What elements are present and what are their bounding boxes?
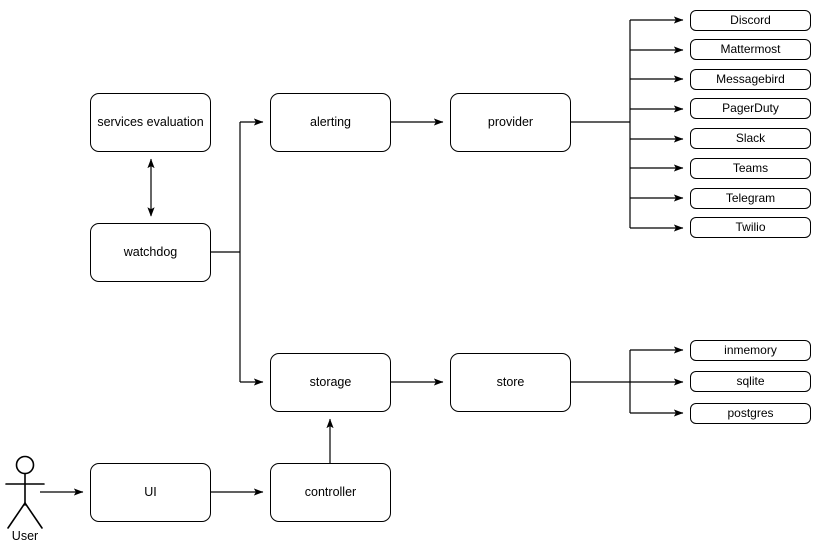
node-label-pagerduty: PagerDuty — [722, 100, 779, 115]
node-label-inmemory: inmemory — [724, 342, 777, 357]
node-services-evaluation[interactable]: services evaluation — [90, 93, 211, 152]
node-messagebird[interactable]: Messagebird — [690, 69, 811, 90]
node-discord[interactable]: Discord — [690, 10, 811, 31]
node-label-watchdog: watchdog — [123, 244, 178, 259]
node-label-storage: storage — [309, 374, 352, 389]
node-label-ui: UI — [144, 484, 157, 499]
node-ui[interactable]: UI — [90, 463, 211, 522]
node-controller[interactable]: controller — [270, 463, 391, 522]
node-label-discord: Discord — [730, 12, 771, 27]
node-label-provider: provider — [487, 114, 534, 129]
node-label-twilio: Twilio — [735, 219, 766, 234]
node-label-store: store — [496, 374, 525, 389]
node-alerting[interactable]: alerting — [270, 93, 391, 152]
node-twilio[interactable]: Twilio — [690, 217, 811, 238]
node-label-sqlite: sqlite — [736, 373, 765, 388]
node-mattermost[interactable]: Mattermost — [690, 39, 811, 60]
user-right-leg-line — [24, 502, 43, 529]
node-teams[interactable]: Teams — [690, 158, 811, 179]
node-label-alerting: alerting — [310, 114, 351, 129]
node-postgres[interactable]: postgres — [690, 403, 811, 424]
node-label-mattermost: Mattermost — [720, 41, 781, 56]
node-label-messagebird: Messagebird — [716, 71, 785, 86]
node-pagerduty[interactable]: PagerDuty — [690, 98, 811, 119]
node-label-slack: Slack — [735, 130, 766, 145]
node-storage[interactable]: storage — [270, 353, 391, 412]
node-slack[interactable]: Slack — [690, 128, 811, 149]
node-telegram[interactable]: Telegram — [690, 188, 811, 209]
node-watchdog[interactable]: watchdog — [90, 223, 211, 282]
node-inmemory[interactable]: inmemory — [690, 340, 811, 361]
node-label-services-evaluation: services evaluation — [97, 114, 204, 129]
node-label-telegram: Telegram — [725, 190, 776, 205]
user-left-leg-line — [7, 502, 26, 529]
node-label-controller: controller — [304, 484, 357, 499]
user-head-icon — [15, 455, 35, 475]
node-store[interactable]: store — [450, 353, 571, 412]
user-actor-figure — [5, 455, 45, 529]
user-actor-label: User — [11, 529, 39, 543]
node-label-teams: Teams — [732, 160, 769, 175]
node-sqlite[interactable]: sqlite — [690, 371, 811, 392]
node-provider[interactable]: provider — [450, 93, 571, 152]
node-label-postgres: postgres — [727, 405, 774, 420]
